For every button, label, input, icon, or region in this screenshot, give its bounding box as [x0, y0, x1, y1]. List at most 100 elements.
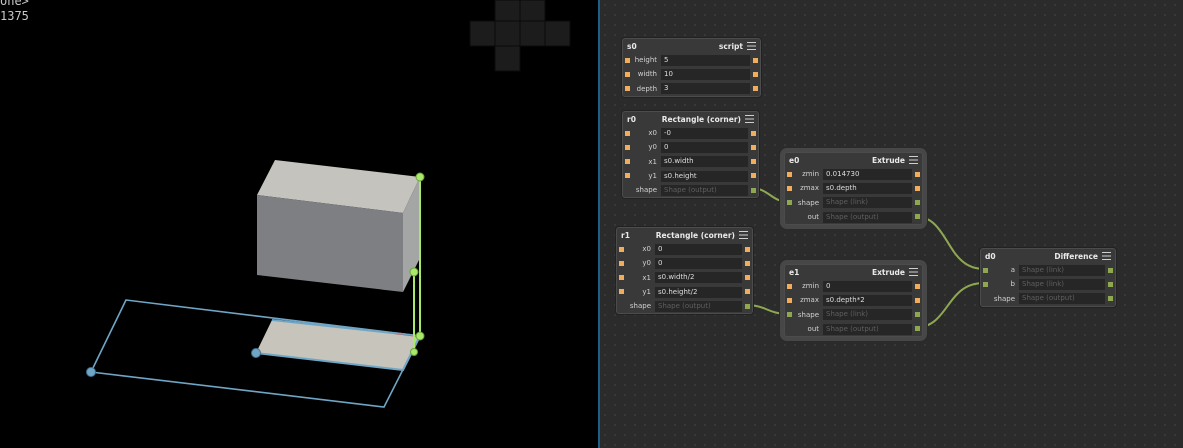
- shape-input-port[interactable]: [983, 267, 988, 273]
- node-header[interactable]: e1 Extrude: [785, 265, 922, 279]
- port-value-field[interactable]: 3: [661, 83, 750, 95]
- output-port[interactable]: [915, 297, 920, 303]
- port-value-field[interactable]: s0.width/2: [655, 272, 742, 284]
- port-value-field[interactable]: 0: [655, 243, 742, 255]
- node-type: script: [718, 41, 743, 51]
- shape-output-port[interactable]: [1108, 267, 1113, 273]
- input-port[interactable]: [625, 57, 630, 63]
- input-port[interactable]: [625, 144, 630, 150]
- input-port[interactable]: [619, 246, 624, 252]
- port-value-field[interactable]: 0: [661, 141, 748, 153]
- menu-icon[interactable]: [745, 115, 754, 123]
- viewport-canvas[interactable]: [0, 0, 598, 448]
- output-port[interactable]: [915, 185, 920, 191]
- shape-output-port[interactable]: [915, 214, 920, 220]
- input-port[interactable]: [787, 171, 792, 177]
- shape-input-port[interactable]: [787, 200, 792, 206]
- input-port[interactable]: [619, 275, 624, 281]
- output-port[interactable]: [753, 57, 758, 63]
- port-value-field[interactable]: -0: [661, 127, 748, 139]
- port-value-field[interactable]: s0.height: [661, 170, 748, 182]
- menu-icon[interactable]: [739, 231, 748, 239]
- input-port[interactable]: [619, 260, 624, 266]
- shape-input-port[interactable]: [983, 281, 988, 287]
- menu-icon[interactable]: [909, 156, 918, 164]
- extruded-box-mesh: [257, 160, 420, 292]
- shape-output-port[interactable]: [745, 303, 750, 309]
- port-value-field[interactable]: s0.depth*2: [823, 294, 912, 306]
- input-port[interactable]: [625, 173, 630, 179]
- input-port[interactable]: [625, 86, 630, 92]
- output-port[interactable]: [745, 246, 750, 252]
- output-port[interactable]: [915, 171, 920, 177]
- port-label: b: [1010, 280, 1015, 289]
- output-port[interactable]: [753, 86, 758, 92]
- output-port[interactable]: [751, 130, 756, 136]
- output-port[interactable]: [751, 159, 756, 165]
- port-value-field[interactable]: 5: [661, 54, 750, 66]
- input-port[interactable]: [625, 71, 630, 77]
- node-header[interactable]: r0 Rectangle (corner): [623, 112, 758, 126]
- port-value-field[interactable]: s0.height/2: [655, 286, 742, 298]
- extrude-height-handle[interactable]: [409, 172, 425, 356]
- 3d-viewport[interactable]: one> 1375: [0, 0, 598, 448]
- port-value-field: Shape (output): [823, 211, 912, 223]
- port-value-field[interactable]: 0: [823, 280, 912, 292]
- port-value-field[interactable]: 0.014730: [823, 168, 912, 180]
- shape-output-port[interactable]: [915, 200, 920, 206]
- port-label: y1: [648, 172, 657, 181]
- shape-output-port[interactable]: [1108, 281, 1113, 287]
- shape-input-port[interactable]: [787, 312, 792, 318]
- node-type: Difference: [1054, 251, 1098, 261]
- menu-icon[interactable]: [1102, 252, 1111, 260]
- shape-output-port[interactable]: [751, 187, 756, 193]
- output-port[interactable]: [745, 260, 750, 266]
- output-port[interactable]: [915, 283, 920, 289]
- output-port[interactable]: [751, 173, 756, 179]
- node-type: Extrude: [871, 267, 905, 277]
- port-value-field[interactable]: s0.width: [661, 156, 748, 168]
- input-port[interactable]: [625, 130, 630, 136]
- panel-divider[interactable]: [598, 0, 600, 448]
- rectangle-corner-handle[interactable]: [86, 367, 96, 377]
- menu-icon[interactable]: [909, 268, 918, 276]
- viewport-readout-line1: one>: [0, 0, 29, 8]
- port-value-field[interactable]: 0: [655, 257, 742, 269]
- input-port[interactable]: [787, 297, 792, 303]
- shape-output-port[interactable]: [915, 326, 920, 332]
- menu-icon[interactable]: [747, 42, 756, 50]
- output-port[interactable]: [745, 275, 750, 281]
- node-header[interactable]: d0 Difference: [981, 249, 1115, 263]
- output-port[interactable]: [751, 144, 756, 150]
- rectangle-corner-handle[interactable]: [251, 348, 261, 358]
- node-header[interactable]: s0 script: [623, 39, 760, 53]
- port-value-field[interactable]: 10: [661, 68, 750, 80]
- input-port[interactable]: [787, 185, 792, 191]
- port-value-field[interactable]: s0.depth: [823, 182, 912, 194]
- rectangle-r0-wireframe[interactable]: [89, 299, 422, 408]
- node-header[interactable]: e0 Extrude: [785, 153, 922, 167]
- output-port[interactable]: [753, 71, 758, 77]
- shape-output-port[interactable]: [915, 312, 920, 318]
- port-label: depth: [636, 84, 657, 93]
- node-header[interactable]: r1 Rectangle (corner): [617, 228, 752, 242]
- output-port[interactable]: [745, 289, 750, 295]
- input-port[interactable]: [787, 283, 792, 289]
- input-port[interactable]: [625, 159, 630, 165]
- shape-output-port[interactable]: [1108, 296, 1113, 302]
- view-cube-icon[interactable]: [469, 0, 571, 72]
- input-port[interactable]: [619, 289, 624, 295]
